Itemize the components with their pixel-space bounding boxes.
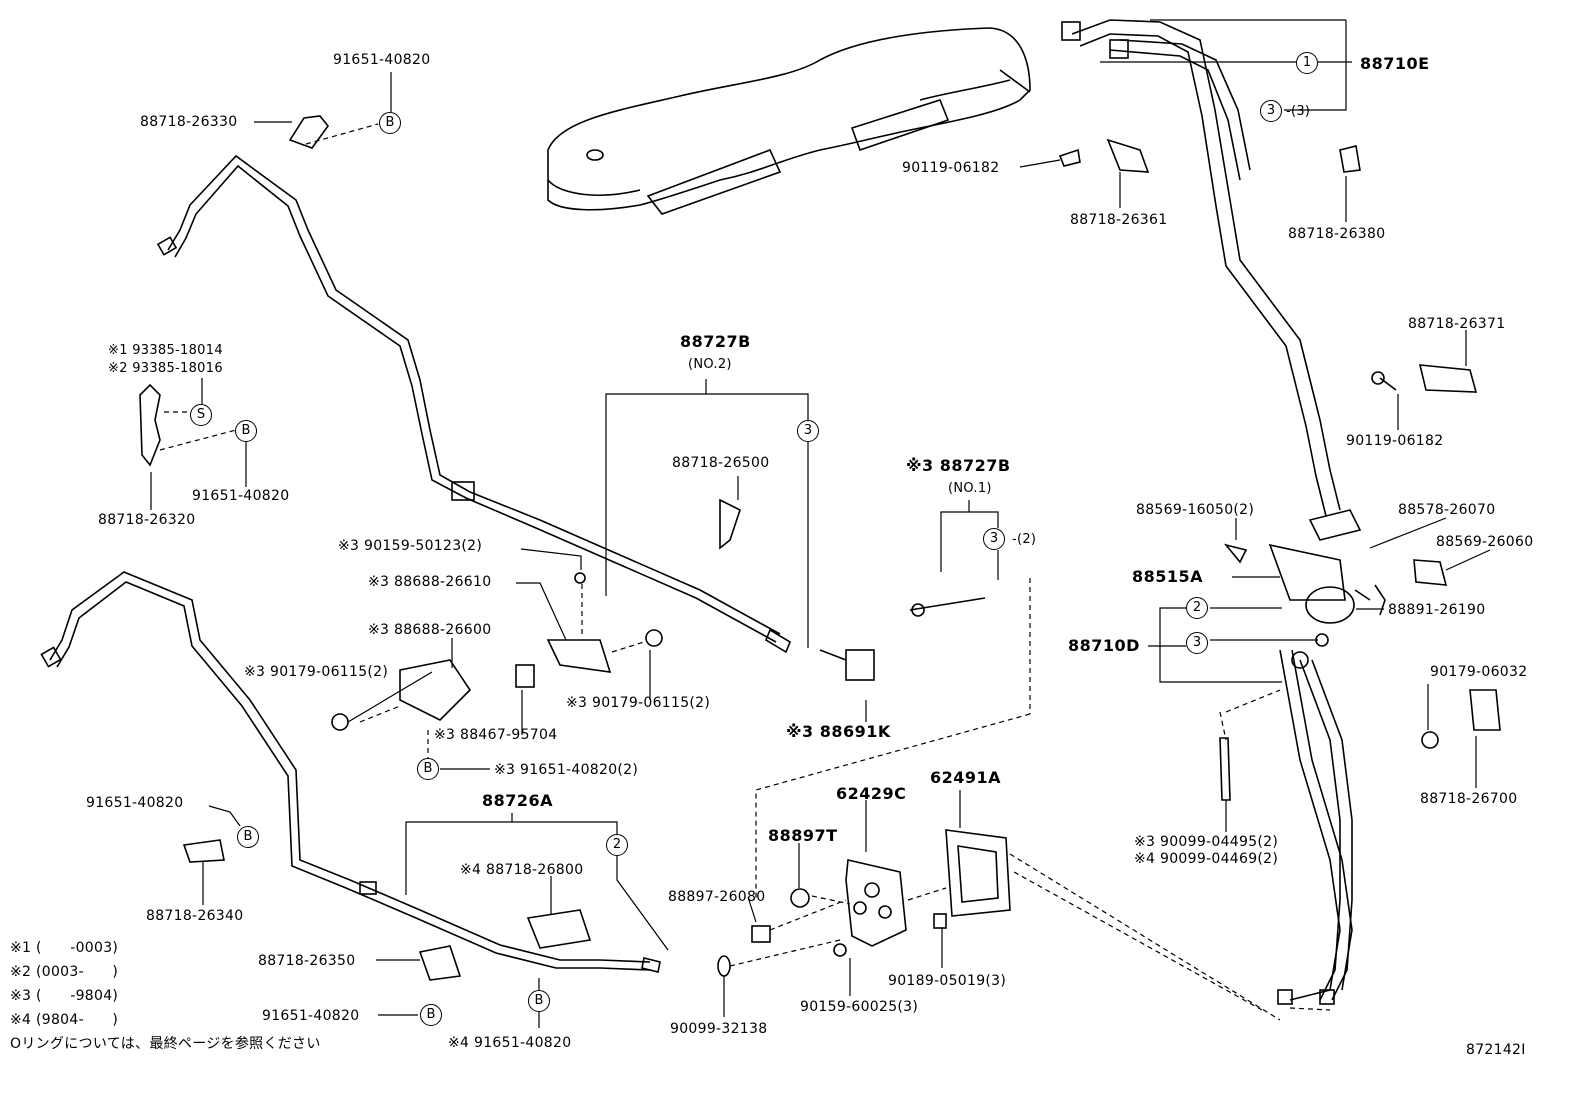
note-3: ※3 ( -9804)	[10, 988, 119, 1004]
marker-s: S	[190, 404, 212, 426]
marker-1: 1	[1296, 52, 1318, 74]
label-90099-04495: ※3 90099-04495(2)	[1134, 834, 1279, 850]
label-no2: (NO.2)	[688, 357, 732, 372]
marker-b: B	[417, 758, 439, 780]
label-90099-32138: 90099-32138	[670, 1021, 768, 1037]
marker-3: 3	[983, 528, 1005, 550]
label-88718-26320: 88718-26320	[98, 512, 196, 528]
label-88891-26190: 88891-26190	[1388, 602, 1486, 618]
marker-3: 3	[1260, 100, 1282, 122]
right-pipes	[1061, 19, 1362, 1005]
marker-3: 3	[1186, 632, 1208, 654]
marker-b: B	[379, 112, 401, 134]
label-62429C: 62429C	[836, 784, 907, 803]
label-88710D: 88710D	[1068, 636, 1140, 655]
label-88718-26361: 88718-26361	[1070, 212, 1168, 228]
label-91651-40820-mid: 91651-40820	[86, 795, 184, 811]
label-88578-26070: 88578-26070	[1398, 502, 1496, 518]
label-90119-06182-right: 90119-06182	[1346, 433, 1444, 449]
dashed-lines	[159, 123, 1331, 1021]
label-88569-16050: 88569-16050(2)	[1136, 502, 1255, 518]
label-88569-26060: 88569-26060	[1436, 534, 1534, 550]
marker-b: B	[420, 1004, 442, 1026]
upper-pipe	[156, 154, 791, 654]
label-88691K: ※3 88691K	[786, 722, 891, 741]
label-88718-26330: 88718-26330	[140, 114, 238, 130]
label-91651-40820-left: 91651-40820	[192, 488, 290, 504]
note-2: ※2 (0003- )	[10, 964, 119, 980]
label-90179-06032: 90179-06032	[1430, 664, 1528, 680]
label-88467-95704: ※3 88467-95704	[434, 727, 558, 743]
lower-pipe	[40, 571, 661, 973]
label-88515A: 88515A	[1132, 567, 1204, 586]
note-4: ※4 (9804- )	[10, 1012, 119, 1028]
label-88897-26080: 88897-26080	[668, 889, 766, 905]
label-90159-60025: 90159-60025(3)	[800, 999, 919, 1015]
expansion-valve	[1268, 543, 1386, 669]
note-1: ※1 ( -0003)	[10, 940, 119, 956]
label-88897T: 88897T	[768, 826, 838, 845]
label-91651-40820-x4: ※4 91651-40820	[448, 1035, 572, 1051]
label-88718-26340: 88718-26340	[146, 908, 244, 924]
marker-b: B	[237, 826, 259, 848]
label-88688-26610: ※3 88688-26610	[368, 574, 492, 590]
marker-3: 3	[797, 420, 819, 442]
label-90189-05019: 90189-05019(3)	[888, 973, 1007, 989]
cooler-unit-housing	[547, 27, 1031, 215]
label-qty3-top: -(3)	[1286, 104, 1311, 119]
label-88718-26500: 88718-26500	[672, 455, 770, 471]
label-88718-26800: ※4 88718-26800	[460, 862, 584, 878]
label-no1: (NO.1)	[948, 481, 992, 496]
label-90179-06115-right: ※3 90179-06115(2)	[566, 695, 711, 711]
label-88718-26350: 88718-26350	[258, 953, 356, 969]
label-90159-50123: ※3 90159-50123(2)	[338, 538, 483, 554]
label-62491A: 62491A	[930, 768, 1002, 787]
seal-parts	[845, 829, 1011, 947]
label-93385-18014: ※1 93385-18014	[108, 343, 223, 358]
label-88688-26600: ※3 88688-26600	[368, 622, 492, 638]
leader-lines	[150, 19, 1491, 1028]
label-91651-40820-top: 91651-40820	[333, 52, 431, 68]
label-90099-04469: ※4 90099-04469(2)	[1134, 851, 1279, 867]
label-91651-40820-x2: ※3 91651-40820(2)	[494, 762, 639, 778]
label-91651-40820-bot: 91651-40820	[262, 1008, 360, 1024]
label-88718-26380: 88718-26380	[1288, 226, 1386, 242]
figure-number: 872142I	[1466, 1042, 1526, 1058]
label-88727B-no2: 88727B	[680, 332, 751, 351]
label-88727B-no1: ※3 88727B	[906, 456, 1011, 475]
marker-b: B	[235, 420, 257, 442]
small-parts	[139, 115, 1501, 981]
label-88718-26700: 88718-26700	[1420, 791, 1518, 807]
label-90119-06182-top: 90119-06182	[902, 160, 1000, 176]
label-90179-06115-left: ※3 90179-06115(2)	[244, 664, 389, 680]
label-88710E: 88710E	[1360, 54, 1430, 73]
marker-2: 2	[1186, 597, 1208, 619]
marker-2: 2	[606, 834, 628, 856]
label-88718-26371: 88718-26371	[1408, 316, 1506, 332]
label-93385-18016: ※2 93385-18016	[108, 361, 223, 376]
label-88726A: 88726A	[482, 791, 554, 810]
marker-b: B	[528, 990, 550, 1012]
label-qty2-no1: -(2)	[1012, 532, 1037, 547]
oring-note: Oリングについては、最終ページを参照ください	[10, 1036, 321, 1052]
